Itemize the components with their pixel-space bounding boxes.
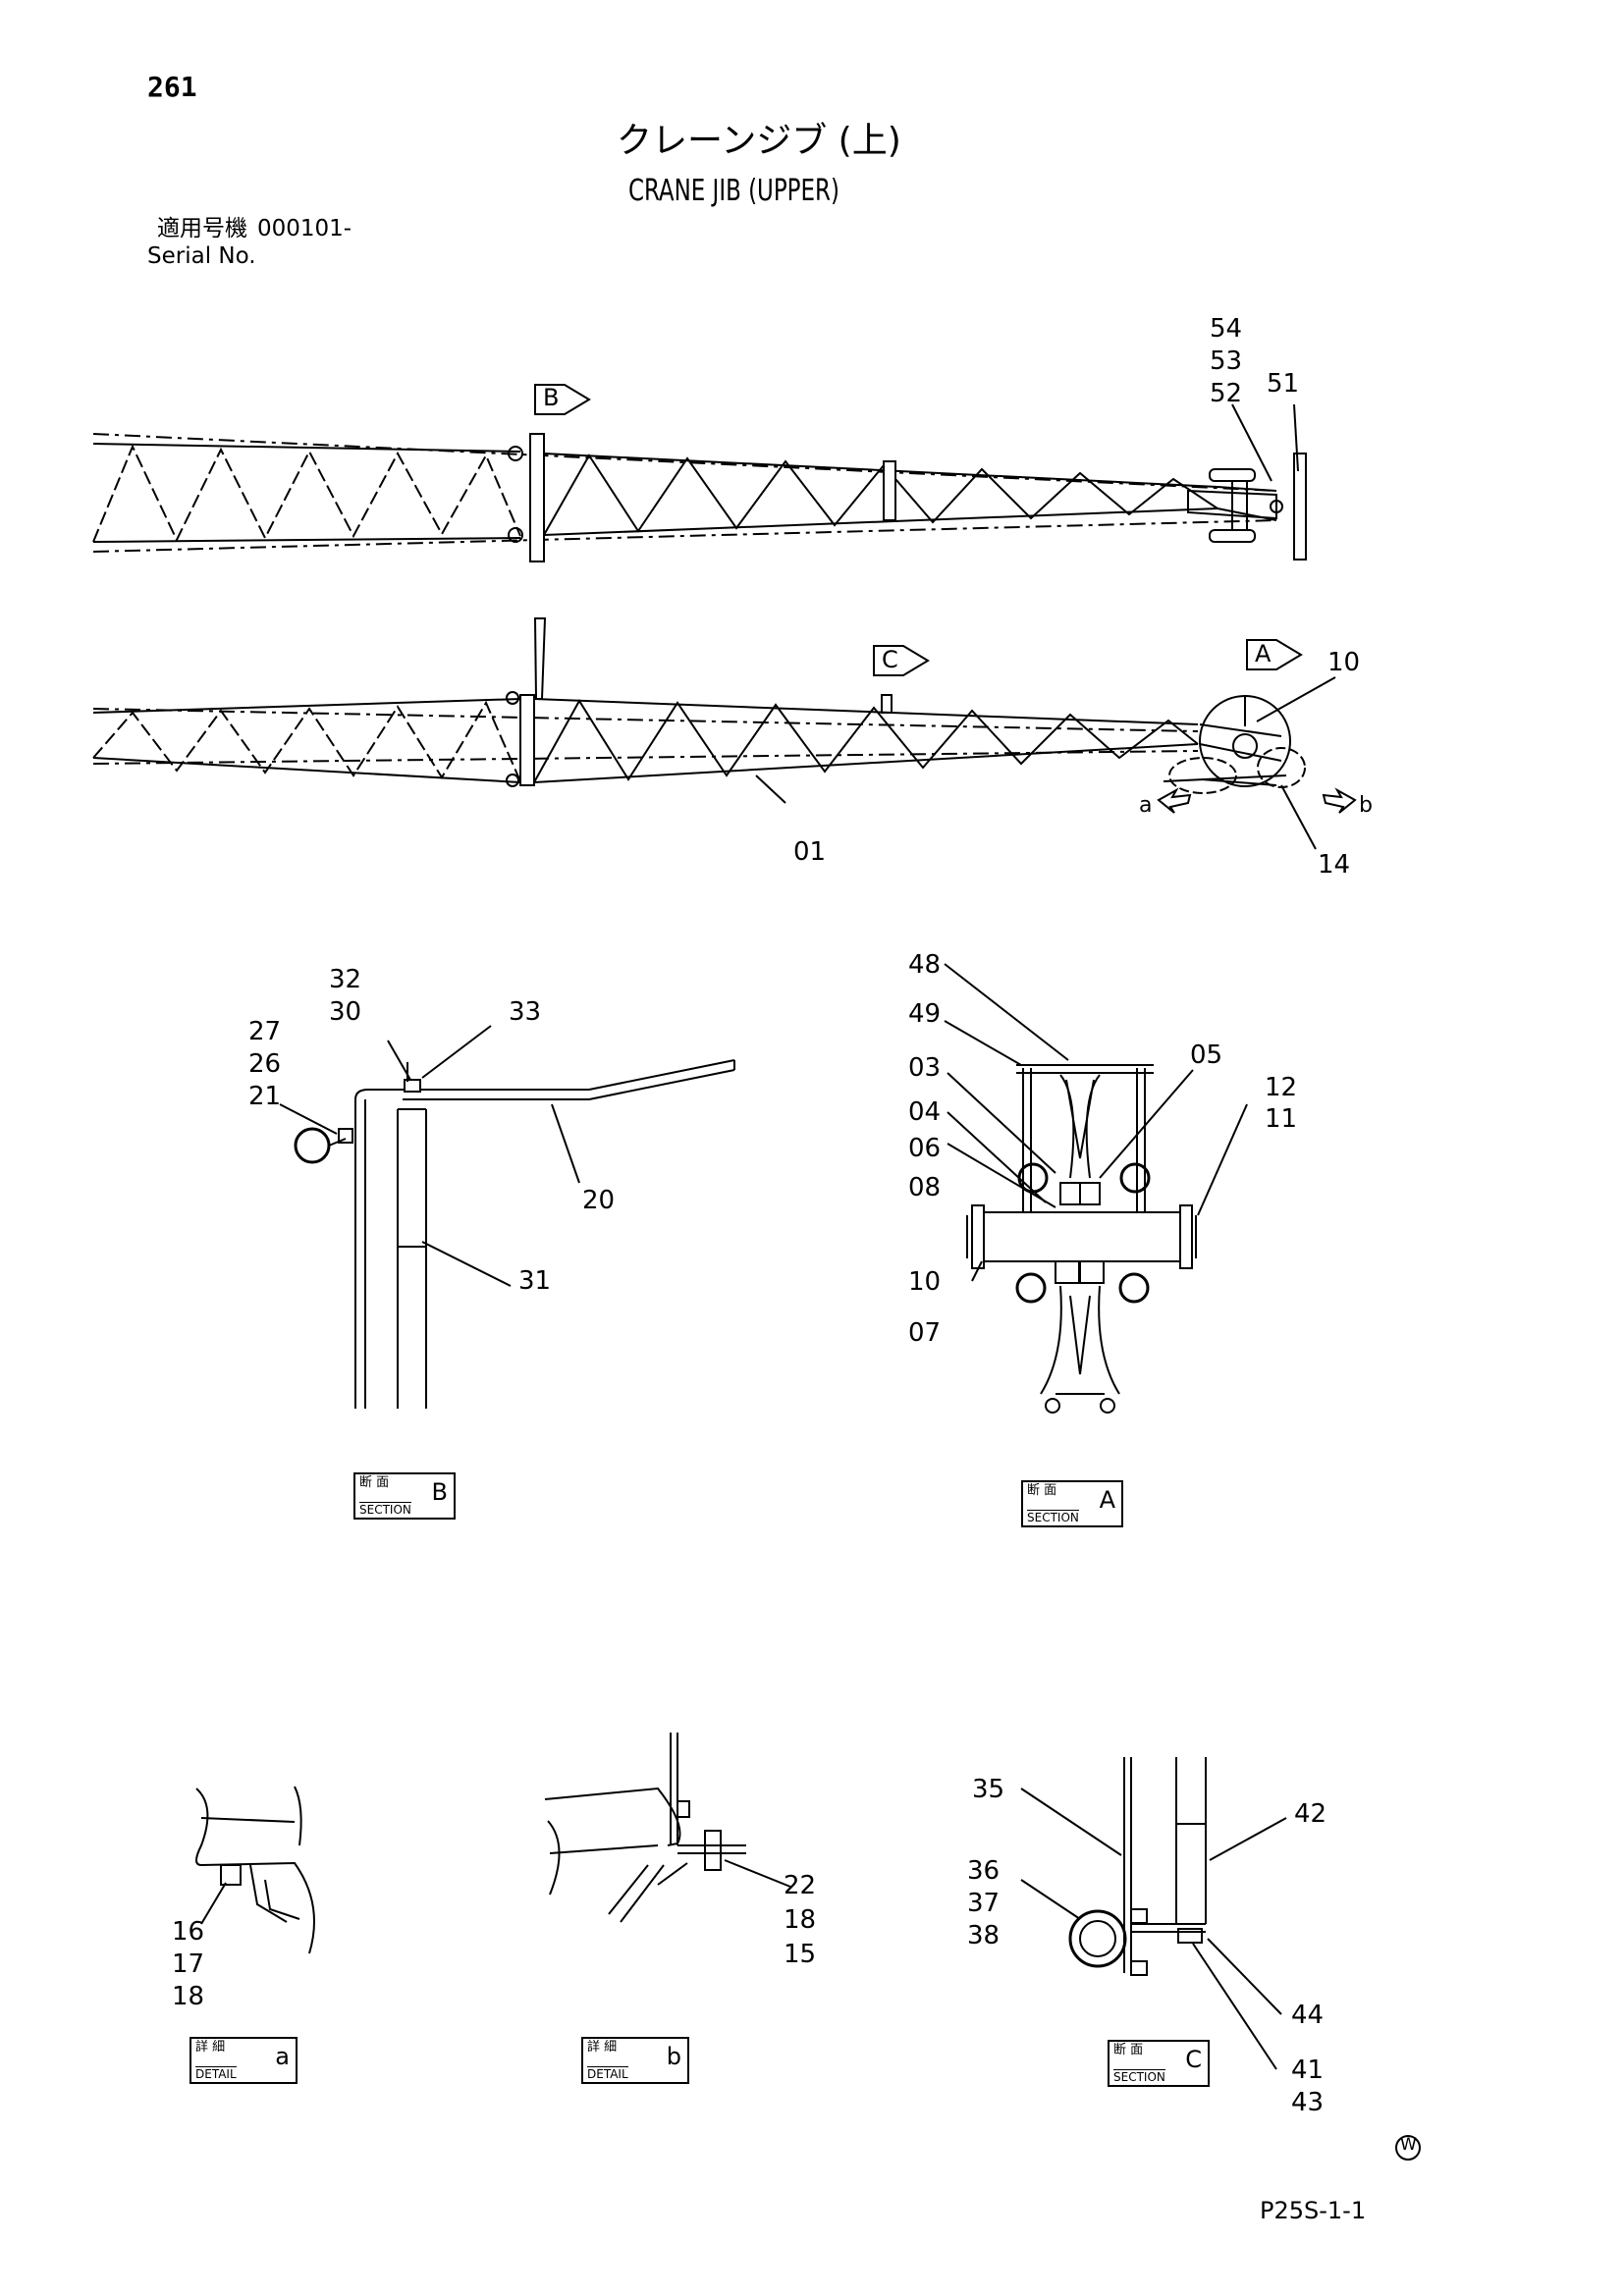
callout-11: 11 (1265, 1104, 1298, 1134)
view-marker-shapes (535, 385, 1301, 675)
callout-31: 31 (518, 1266, 552, 1296)
serial-label-jp: 適用号機 (157, 216, 247, 241)
section-a-drawing (945, 964, 1247, 1413)
detail-a-label: 詳 細 DETAIL a (189, 2037, 298, 2084)
callout-41: 41 (1291, 2056, 1325, 2085)
detail-marker-b: b (1359, 793, 1373, 818)
callout-49: 49 (908, 999, 942, 1029)
callout-05: 05 (1190, 1041, 1223, 1070)
callout-12: 12 (1265, 1073, 1298, 1102)
detail-a-drawing (196, 1787, 314, 1953)
callout-06: 06 (908, 1134, 942, 1163)
callout-08: 08 (908, 1173, 942, 1202)
callout-01: 01 (793, 837, 827, 867)
w-mark: W (1400, 2135, 1417, 2155)
callout-15: 15 (784, 1940, 817, 1969)
detail-b-drawing (545, 1733, 790, 1922)
callout-07: 07 (908, 1318, 942, 1348)
callout-37: 37 (967, 1889, 1001, 1918)
callout-51: 51 (1267, 369, 1300, 399)
callout-43: 43 (1291, 2088, 1325, 2117)
view-marker-a: A (1255, 640, 1272, 667)
detail-marker-a: a (1139, 793, 1153, 818)
jib-top-view (93, 434, 1306, 561)
callout-30: 30 (329, 997, 362, 1027)
jib-side-view (93, 618, 1305, 793)
callout-42: 42 (1294, 1799, 1327, 1829)
callout-33: 33 (509, 997, 542, 1027)
title-english: CRANE JIB (UPPER) (628, 174, 839, 208)
callout-14: 14 (1318, 850, 1351, 880)
callout-38: 38 (967, 1921, 1001, 1950)
w-mark-circle (1396, 2136, 1420, 2160)
section-a-label: 断 面 SECTION A (1021, 1480, 1123, 1527)
serial-value: 000101- (257, 216, 352, 241)
callout-26: 26 (248, 1049, 282, 1079)
serial-label-en: Serial No. (147, 243, 256, 269)
section-b-drawing (280, 1026, 734, 1409)
callout-32: 32 (329, 965, 362, 994)
callout-10-section-a: 10 (908, 1267, 942, 1297)
section-b-label: 断 面 SECTION B (353, 1472, 456, 1520)
callout-21: 21 (248, 1082, 282, 1111)
callout-54: 54 (1210, 314, 1243, 344)
callout-36: 36 (967, 1856, 1001, 1886)
view-marker-c: C (882, 646, 898, 673)
title-japanese: クレーンジブ (上) (617, 121, 901, 161)
view-marker-b: B (543, 384, 560, 411)
callout-53: 53 (1210, 347, 1243, 376)
callout-35: 35 (972, 1775, 1005, 1804)
detail-b-label: 詳 細 DETAIL b (581, 2037, 689, 2084)
callout-18-detail-b: 18 (784, 1905, 817, 1935)
callout-20: 20 (582, 1186, 616, 1215)
callout-04: 04 (908, 1097, 942, 1127)
callout-27: 27 (248, 1017, 282, 1046)
callout-44: 44 (1291, 2001, 1325, 2030)
section-c-label: 断 面 SECTION C (1108, 2040, 1210, 2087)
callout-03: 03 (908, 1053, 942, 1083)
page-number: 261 (147, 71, 197, 103)
callout-18-detail-a: 18 (172, 1982, 205, 2011)
drawing-number: P25S-1-1 (1260, 2197, 1367, 2224)
callout-16: 16 (172, 1917, 205, 1947)
callout-17: 17 (172, 1949, 205, 1979)
callout-48: 48 (908, 950, 942, 980)
callout-22: 22 (784, 1871, 817, 1900)
section-c-drawing (1021, 1757, 1286, 2069)
callout-52: 52 (1210, 379, 1243, 408)
callout-10-top: 10 (1327, 648, 1361, 677)
leader-lines-top (756, 404, 1355, 849)
